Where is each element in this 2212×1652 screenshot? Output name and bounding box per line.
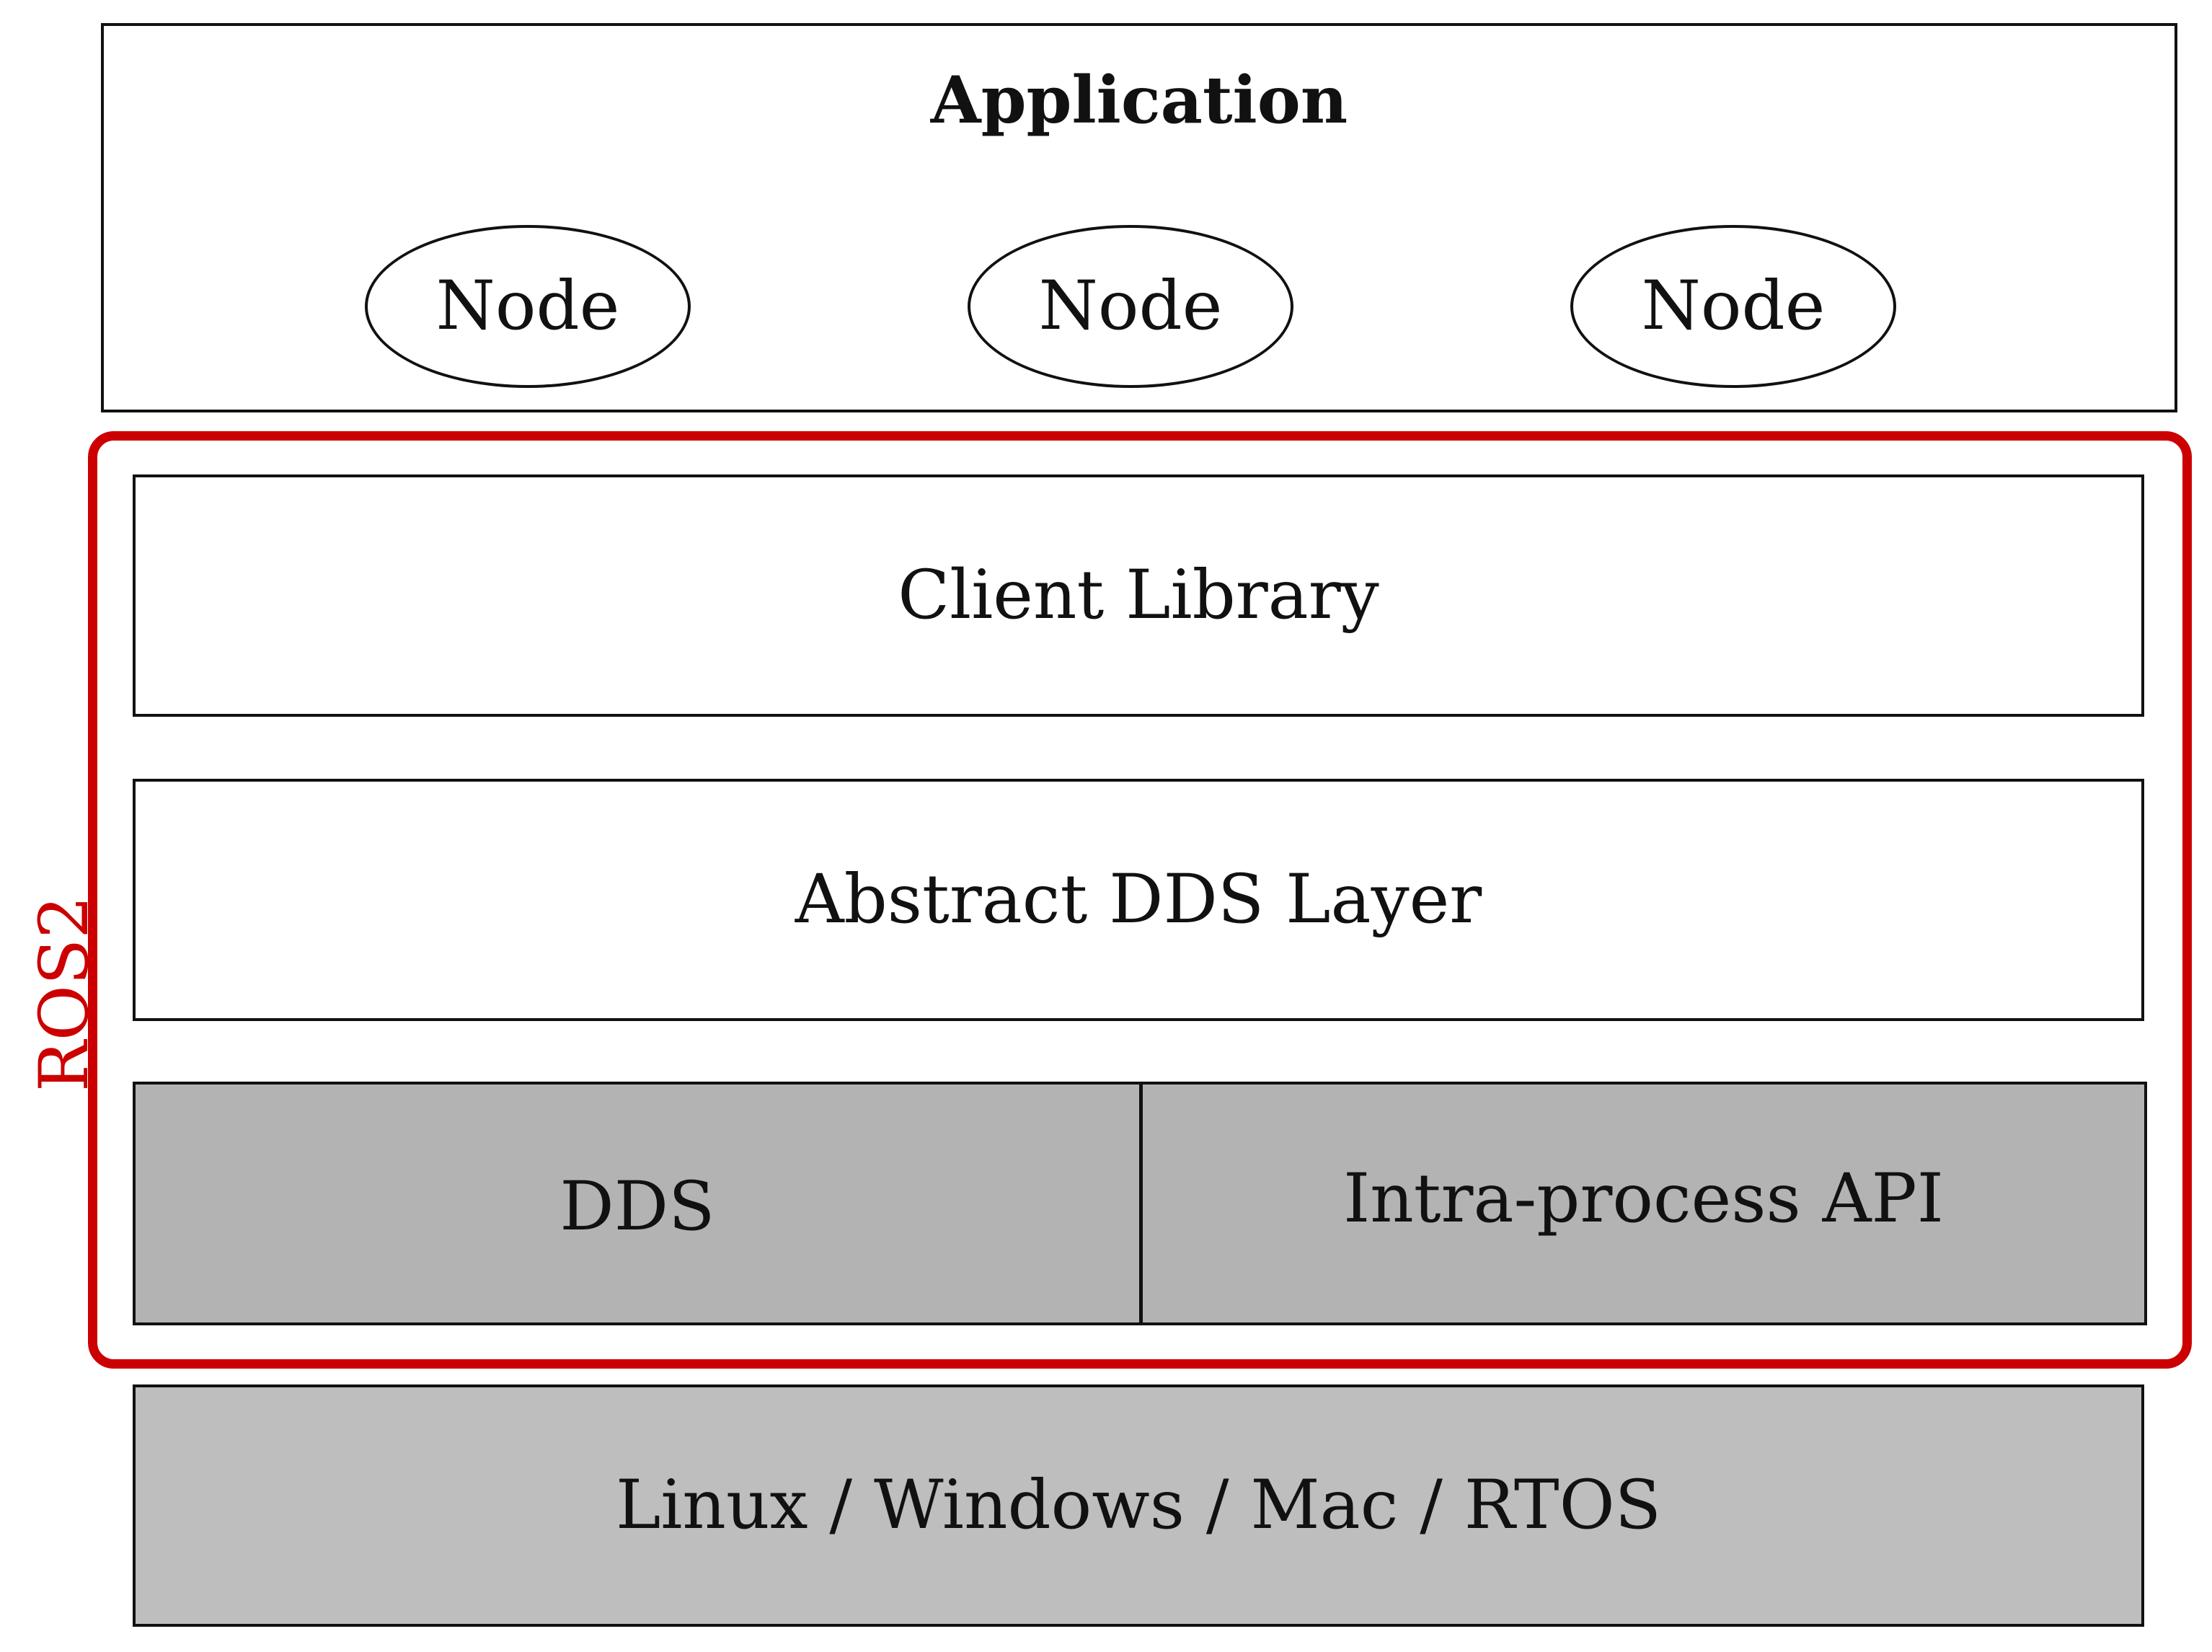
node-ellipse-3: Node bbox=[1570, 225, 1896, 388]
dds-divider bbox=[1139, 1085, 1143, 1322]
client-library-layer: Client Library bbox=[133, 474, 2144, 717]
ros2-frame bbox=[88, 431, 2192, 1369]
dds-row: DDS Intra-process API bbox=[133, 1082, 2147, 1325]
node-ellipse-1: Node bbox=[365, 225, 691, 388]
abstract-dds-label: Abstract DDS Layer bbox=[795, 860, 1482, 939]
node-label-2: Node bbox=[1038, 267, 1223, 345]
abstract-dds-layer: Abstract DDS Layer bbox=[133, 779, 2144, 1021]
node-ellipse-2: Node bbox=[968, 225, 1293, 388]
node-label-1: Node bbox=[435, 267, 620, 345]
os-label: Linux / Windows / Mac / RTOS bbox=[615, 1466, 1662, 1545]
application-title: Application bbox=[930, 62, 1348, 138]
os-layer: Linux / Windows / Mac / RTOS bbox=[133, 1384, 2144, 1627]
intra-process-api-label: Intra-process API bbox=[1343, 1160, 1944, 1238]
ros2-label: ROS2 bbox=[25, 895, 104, 1092]
client-library-label: Client Library bbox=[898, 556, 1379, 635]
dds-label: DDS bbox=[559, 1167, 715, 1246]
node-label-3: Node bbox=[1641, 267, 1826, 345]
